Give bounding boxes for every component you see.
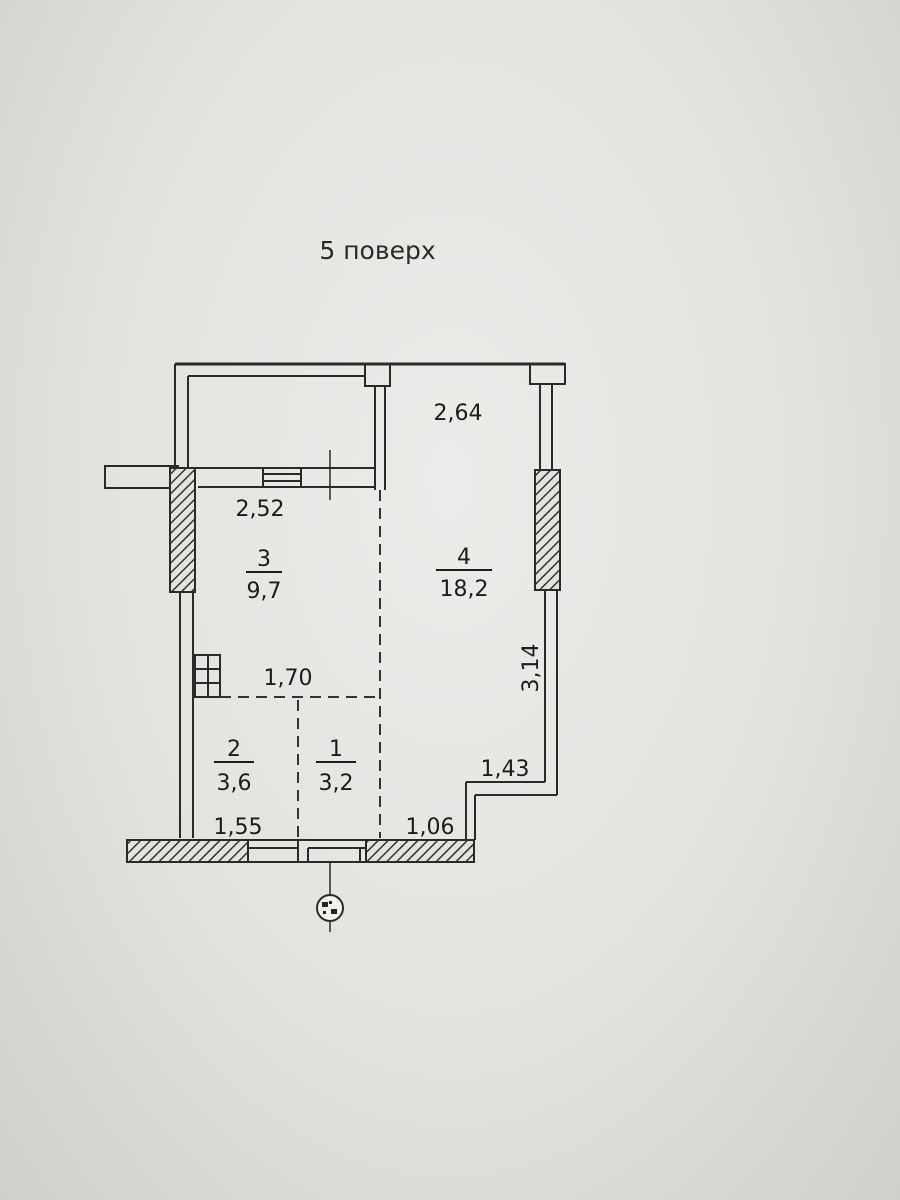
room-1-number: 1 (329, 737, 343, 762)
room-2-area: 3,6 (217, 771, 252, 796)
dimension-entry-width: 1,06 (406, 815, 455, 840)
room-labels: 3 9,7 4 18,2 2 3,6 1 3,2 (214, 545, 492, 796)
room-2-number: 2 (227, 737, 241, 762)
left-balcony-slab (104, 465, 179, 489)
hatched-wall-left (169, 467, 196, 593)
hatched-wall-bottom-left (126, 839, 249, 863)
room-4-area: 18,2 (440, 577, 489, 602)
dimension-balcony-right: 2,64 (434, 401, 483, 426)
column-top-right (529, 363, 566, 385)
room-1-area: 3,2 (319, 771, 354, 796)
column-top-middle (364, 363, 391, 387)
dimension-step-width: 1,43 (481, 757, 530, 782)
room-3-area: 9,7 (247, 579, 282, 604)
dimension-kitchen-width: 1,70 (264, 666, 313, 691)
dimension-side-wall: 3,14 (519, 644, 544, 693)
room-4-number: 4 (457, 545, 471, 570)
hatched-wall-right (534, 469, 561, 591)
floor-title: 5 поверх (319, 236, 436, 265)
dashed-partitions (220, 490, 381, 838)
balcony-door (262, 467, 302, 488)
hatched-walls (126, 467, 561, 863)
walls (104, 362, 566, 932)
dimension-balcony-left: 2,52 (236, 497, 285, 522)
dimension-bathroom-width: 1,55 (214, 815, 263, 840)
room-3-number: 3 (257, 547, 271, 572)
hatched-wall-bottom-right (365, 839, 475, 863)
entrance-marker-icon (316, 894, 344, 922)
